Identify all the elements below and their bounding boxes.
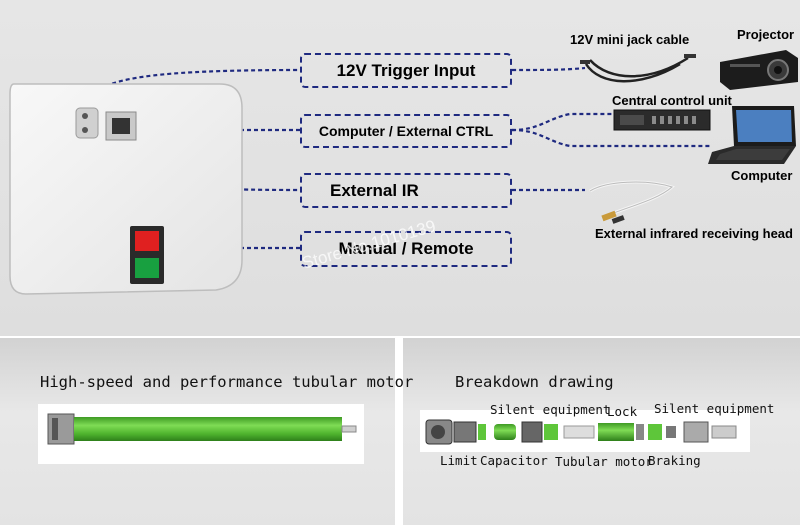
central-unit-image — [613, 109, 711, 131]
computer-label: Computer — [731, 168, 793, 183]
ir-head-image — [589, 180, 676, 224]
projector-label: Projector — [737, 27, 795, 42]
laptop-image — [708, 106, 796, 164]
part-label-limit: Limit — [440, 453, 478, 468]
trigger-input-label-box: 12V Trigger Input — [300, 53, 512, 88]
breakdown-section-title: Breakdown drawing — [455, 373, 614, 391]
computer-ctrl-label: Computer / External CTRL — [318, 123, 494, 139]
trigger-line-right — [511, 66, 586, 72]
central-unit-label: Central control unit — [612, 93, 732, 108]
ctrl-line-computer — [511, 128, 712, 148]
part-label-tubular-motor: Tubular motor — [555, 454, 653, 469]
jack-cable-image — [580, 54, 696, 83]
ir-head-label: External infrared receiving head — [595, 226, 793, 241]
manual-remote-label: Manual / Remote — [338, 239, 474, 258]
external-ir-label: External IR — [330, 180, 419, 200]
projector-image — [720, 50, 798, 90]
external-ir-label-box: External IR — [300, 173, 512, 208]
part-label-lock: Lock — [607, 404, 638, 419]
part-label-capacitor: Capacitor — [480, 453, 548, 468]
trigger-line-left — [84, 68, 301, 121]
jack-cable-label: 12V mini jack cable — [570, 32, 690, 47]
part-label-silent-2: Silent equipment — [654, 401, 775, 416]
tubular-motor-image — [47, 413, 357, 445]
breakdown-parts-image — [425, 419, 737, 445]
ctrl-line-unit — [511, 112, 615, 132]
trigger-input-label: 12V Trigger Input — [336, 60, 476, 80]
part-label-silent-1: Silent equipment — [490, 402, 611, 417]
manual-remote-label-box: Manual / Remote — [300, 231, 512, 267]
control-box — [9, 83, 243, 295]
computer-ctrl-label-box: Computer / External CTRL — [300, 114, 512, 148]
panel-divider — [395, 338, 403, 525]
part-label-braking: Braking — [648, 453, 701, 468]
motor-section-title: High-speed and performance tubular motor — [40, 373, 414, 391]
